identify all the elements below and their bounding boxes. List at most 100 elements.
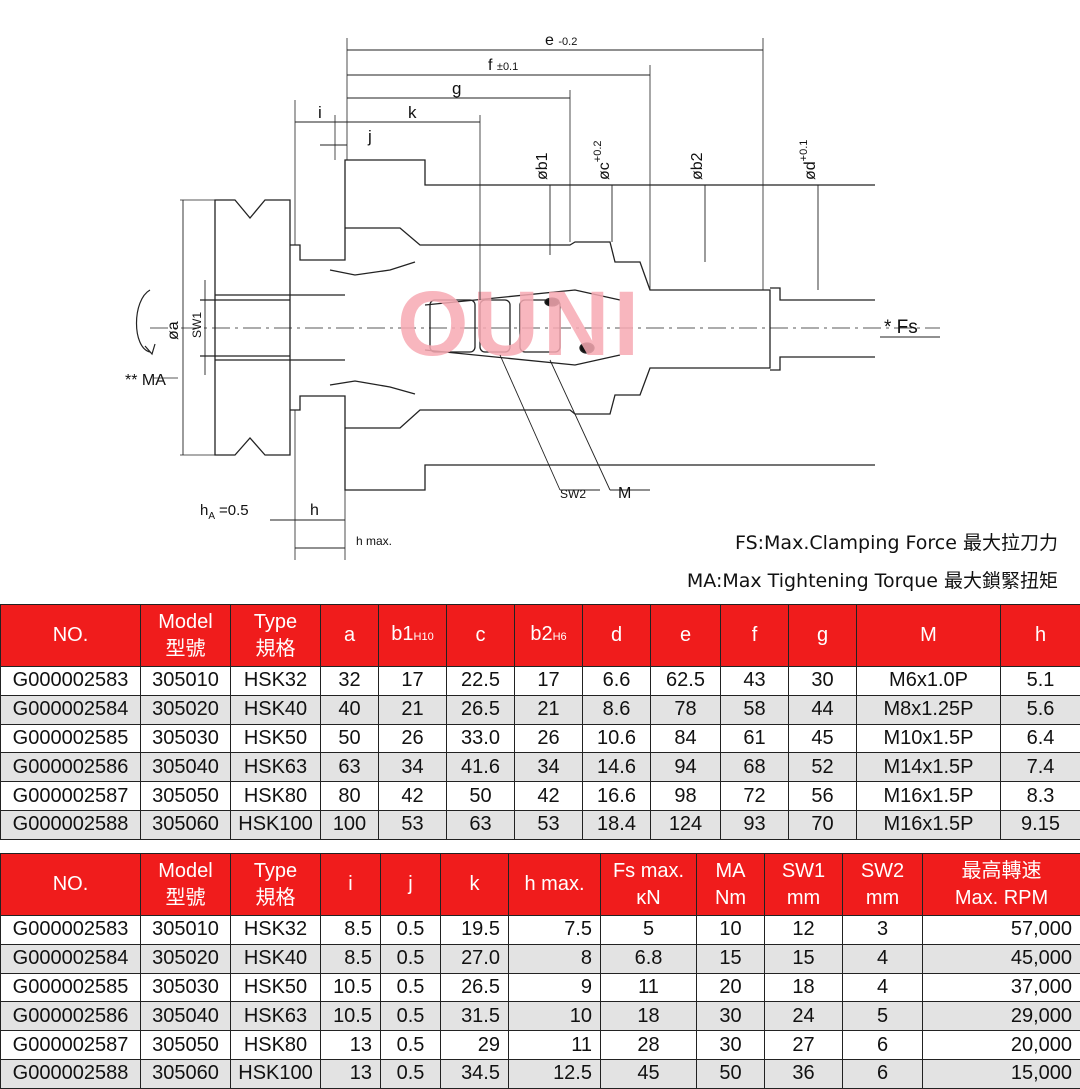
table-cell: 8.5 (321, 916, 381, 945)
table-cell: 34.5 (441, 1059, 509, 1088)
table-cell: G000002585 (1, 973, 141, 1002)
dim-a: øa (165, 321, 182, 340)
col-header: b1H10 (379, 605, 447, 667)
table-cell: 31.5 (441, 1002, 509, 1031)
col-header: NO. (1, 605, 141, 667)
table-cell: 5.1 (1001, 667, 1080, 696)
table-cell: 100 (321, 810, 379, 839)
col-header: e (651, 605, 721, 667)
table-cell: 305050 (141, 1031, 231, 1060)
table-cell: G000002587 (1, 782, 141, 811)
table-cell: 68 (721, 753, 789, 782)
dim-e: e -0.2 (545, 32, 577, 49)
table-cell: 63 (447, 810, 515, 839)
table-cell: 15 (697, 944, 765, 973)
table-cell: M6x1.0P (857, 667, 1001, 696)
table-cell: 20,000 (923, 1031, 1080, 1060)
table-cell: 18 (601, 1002, 697, 1031)
table-cell: 94 (651, 753, 721, 782)
col-header: c (447, 605, 515, 667)
col-header: M (857, 605, 1001, 667)
table-cell: 29,000 (923, 1002, 1080, 1031)
table-cell: 7.5 (509, 916, 601, 945)
rotation-arrow-icon (137, 290, 151, 352)
table-cell: 70 (789, 810, 857, 839)
table-cell: HSK63 (231, 1002, 321, 1031)
table-cell: 42 (379, 782, 447, 811)
table-cell: 5.6 (1001, 695, 1080, 724)
table-cell: 56 (789, 782, 857, 811)
table-cell: 3 (843, 916, 923, 945)
table-cell: 33.0 (447, 724, 515, 753)
table-cell: 18.4 (583, 810, 651, 839)
table-cell: 30 (697, 1002, 765, 1031)
table-cell: HSK50 (231, 973, 321, 1002)
torque-label: ** MA (125, 372, 166, 389)
dim-j: j (367, 127, 372, 146)
dim-sw2: SW2 (560, 487, 586, 501)
table-cell: 17 (515, 667, 583, 696)
table-cell: 63 (321, 753, 379, 782)
col-header: NO. (1, 854, 141, 916)
table-cell: 16.6 (583, 782, 651, 811)
table-cell: 27.0 (441, 944, 509, 973)
col-header: k (441, 854, 509, 916)
table-cell: 50 (697, 1059, 765, 1088)
table-cell: 8.5 (321, 944, 381, 973)
col-header: h (1001, 605, 1080, 667)
table-cell: HSK40 (231, 695, 321, 724)
table-cell: 78 (651, 695, 721, 724)
table-cell: 305060 (141, 1059, 231, 1088)
table-cell: 21 (379, 695, 447, 724)
table-cell: 12.5 (509, 1059, 601, 1088)
table-cell: 36 (765, 1059, 843, 1088)
table-cell: 10.5 (321, 1002, 381, 1031)
table-cell: 13 (321, 1031, 381, 1060)
dim-k: k (408, 103, 417, 122)
table-cell: 4 (843, 944, 923, 973)
table-cell: 7.4 (1001, 753, 1080, 782)
table-cell: 26.5 (447, 695, 515, 724)
table-cell: G000002586 (1, 753, 141, 782)
table-cell: 53 (379, 810, 447, 839)
table-cell: 10 (697, 916, 765, 945)
table-cell: G000002583 (1, 916, 141, 945)
table-cell: 57,000 (923, 916, 1080, 945)
table-cell: 8 (509, 944, 601, 973)
table-cell: 9.15 (1001, 810, 1080, 839)
table-cell: 42 (515, 782, 583, 811)
table-cell: HSK40 (231, 944, 321, 973)
table-cell: 305010 (141, 916, 231, 945)
table-cell: 45 (789, 724, 857, 753)
table-cell: M14x1.5P (857, 753, 1001, 782)
table-cell: 6 (843, 1031, 923, 1060)
table-cell: 305010 (141, 667, 231, 696)
col-header: Fs max.ĸN (601, 854, 697, 916)
table-cell: M16x1.5P (857, 810, 1001, 839)
force-label: * Fs (884, 317, 918, 338)
table-cell: 0.5 (381, 944, 441, 973)
table-cell: G000002586 (1, 1002, 141, 1031)
dim-h: h (310, 502, 319, 519)
table-cell: 30 (789, 667, 857, 696)
table-cell: 305040 (141, 1002, 231, 1031)
col-header: h max. (509, 854, 601, 916)
table-cell: 5 (843, 1002, 923, 1031)
table-cell: 15 (765, 944, 843, 973)
table-cell: G000002584 (1, 695, 141, 724)
table-cell: 305040 (141, 753, 231, 782)
table-cell: M8x1.25P (857, 695, 1001, 724)
dim-g: g (452, 79, 461, 98)
table-cell: 80 (321, 782, 379, 811)
dim-sw1: SW1 (190, 312, 204, 338)
